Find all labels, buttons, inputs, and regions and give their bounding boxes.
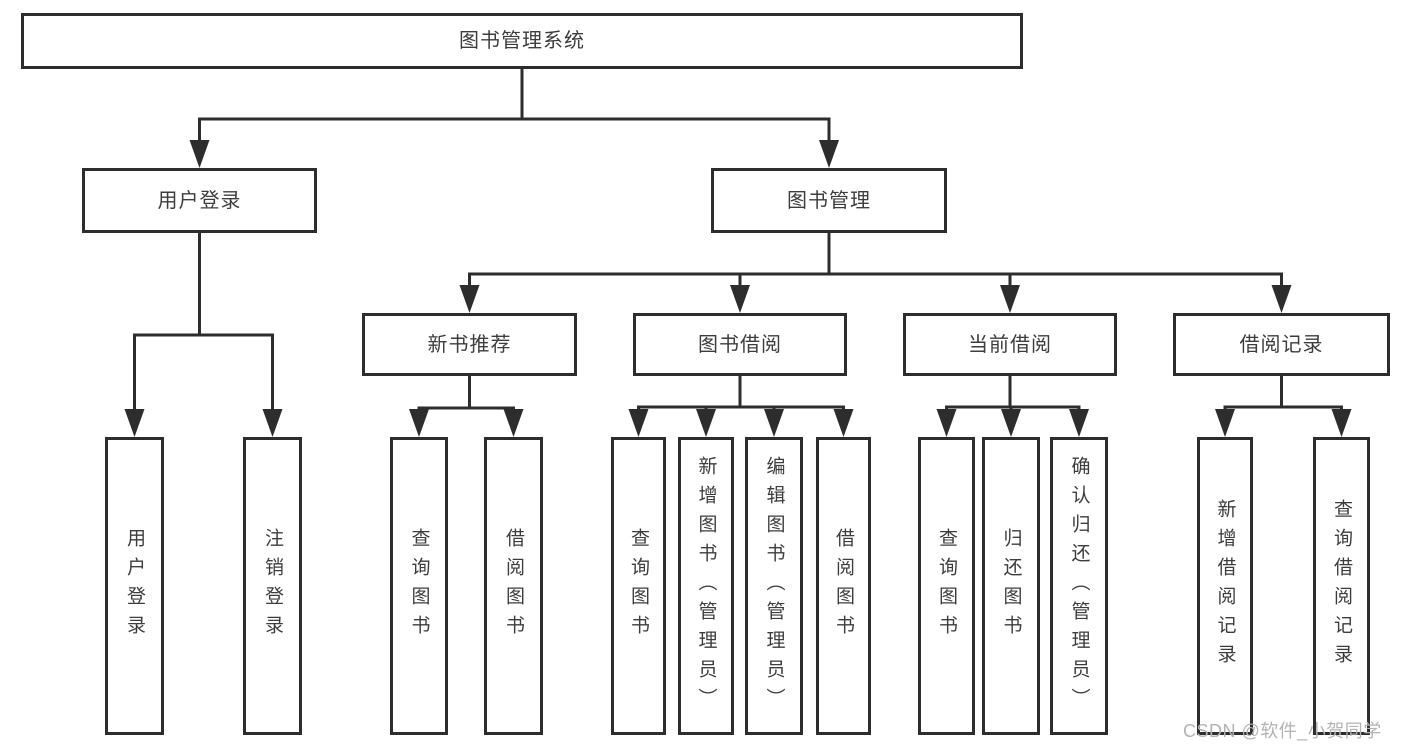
node-leaf-borrow-book: 借阅图书 [816, 437, 871, 735]
node-borrowing-records: 借阅记录 [1173, 313, 1390, 376]
node-leaf-query-book-recommend: 查询图书 [390, 437, 448, 735]
node-leaf-query-borrow-record-label: 查询借阅记录 [1331, 499, 1352, 673]
node-root-label: 图书管理系统 [459, 30, 585, 52]
node-new-book-recommend: 新书推荐 [362, 313, 577, 376]
node-book-management-label: 图书管理 [787, 189, 871, 212]
node-leaf-add-book-admin-label: 新增图书（管理员） [695, 455, 717, 717]
node-book-borrowing-label: 图书借阅 [698, 333, 782, 356]
node-leaf-edit-book-admin-label: 编辑图书（管理员） [763, 455, 785, 717]
node-root: 图书管理系统 [21, 13, 1023, 69]
node-leaf-borrow-book-label: 借阅图书 [833, 528, 854, 644]
csdn-watermark: CSDN @软件_小贺同学 [1183, 721, 1382, 741]
node-leaf-add-book-admin: 新增图书（管理员） [678, 437, 734, 735]
node-book-borrowing: 图书借阅 [633, 313, 847, 376]
node-leaf-query-book-recommend-label: 查询图书 [408, 528, 430, 644]
node-current-borrowing-label: 当前借阅 [968, 333, 1052, 356]
node-leaf-logout-label: 注销登录 [262, 528, 283, 644]
node-leaf-return-book-label: 归还图书 [1000, 528, 1022, 644]
node-leaf-borrow-book-recommend: 借阅图书 [484, 437, 543, 735]
node-leaf-query-borrow-record: 查询借阅记录 [1313, 437, 1370, 735]
node-leaf-query-book-current: 查询图书 [918, 437, 975, 735]
node-leaf-user-login-label: 用户登录 [124, 528, 145, 644]
node-leaf-edit-book-admin: 编辑图书（管理员） [745, 437, 803, 735]
node-current-borrowing: 当前借阅 [903, 313, 1117, 376]
node-leaf-logout: 注销登录 [243, 437, 302, 735]
node-leaf-add-borrow-record-label: 新增借阅记录 [1214, 499, 1236, 673]
node-leaf-query-book-current-label: 查询图书 [936, 528, 957, 644]
node-new-book-recommend-label: 新书推荐 [427, 333, 512, 356]
node-borrowing-records-label: 借阅记录 [1239, 333, 1324, 356]
node-leaf-user-login: 用户登录 [105, 437, 164, 735]
node-leaf-query-book-borrowing-label: 查询图书 [628, 528, 649, 644]
node-user-login-label: 用户登录 [157, 189, 242, 212]
node-leaf-confirm-return-admin: 确认归还（管理员） [1050, 437, 1108, 735]
node-leaf-query-book-borrowing: 查询图书 [611, 437, 666, 735]
node-leaf-confirm-return-admin-label: 确认归还（管理员） [1068, 455, 1090, 717]
node-leaf-return-book: 归还图书 [982, 437, 1040, 735]
node-leaf-add-borrow-record: 新增借阅记录 [1197, 437, 1253, 735]
node-leaf-borrow-book-recommend-label: 借阅图书 [503, 528, 524, 644]
node-book-management: 图书管理 [711, 168, 947, 233]
node-user-login: 用户登录 [82, 168, 317, 233]
